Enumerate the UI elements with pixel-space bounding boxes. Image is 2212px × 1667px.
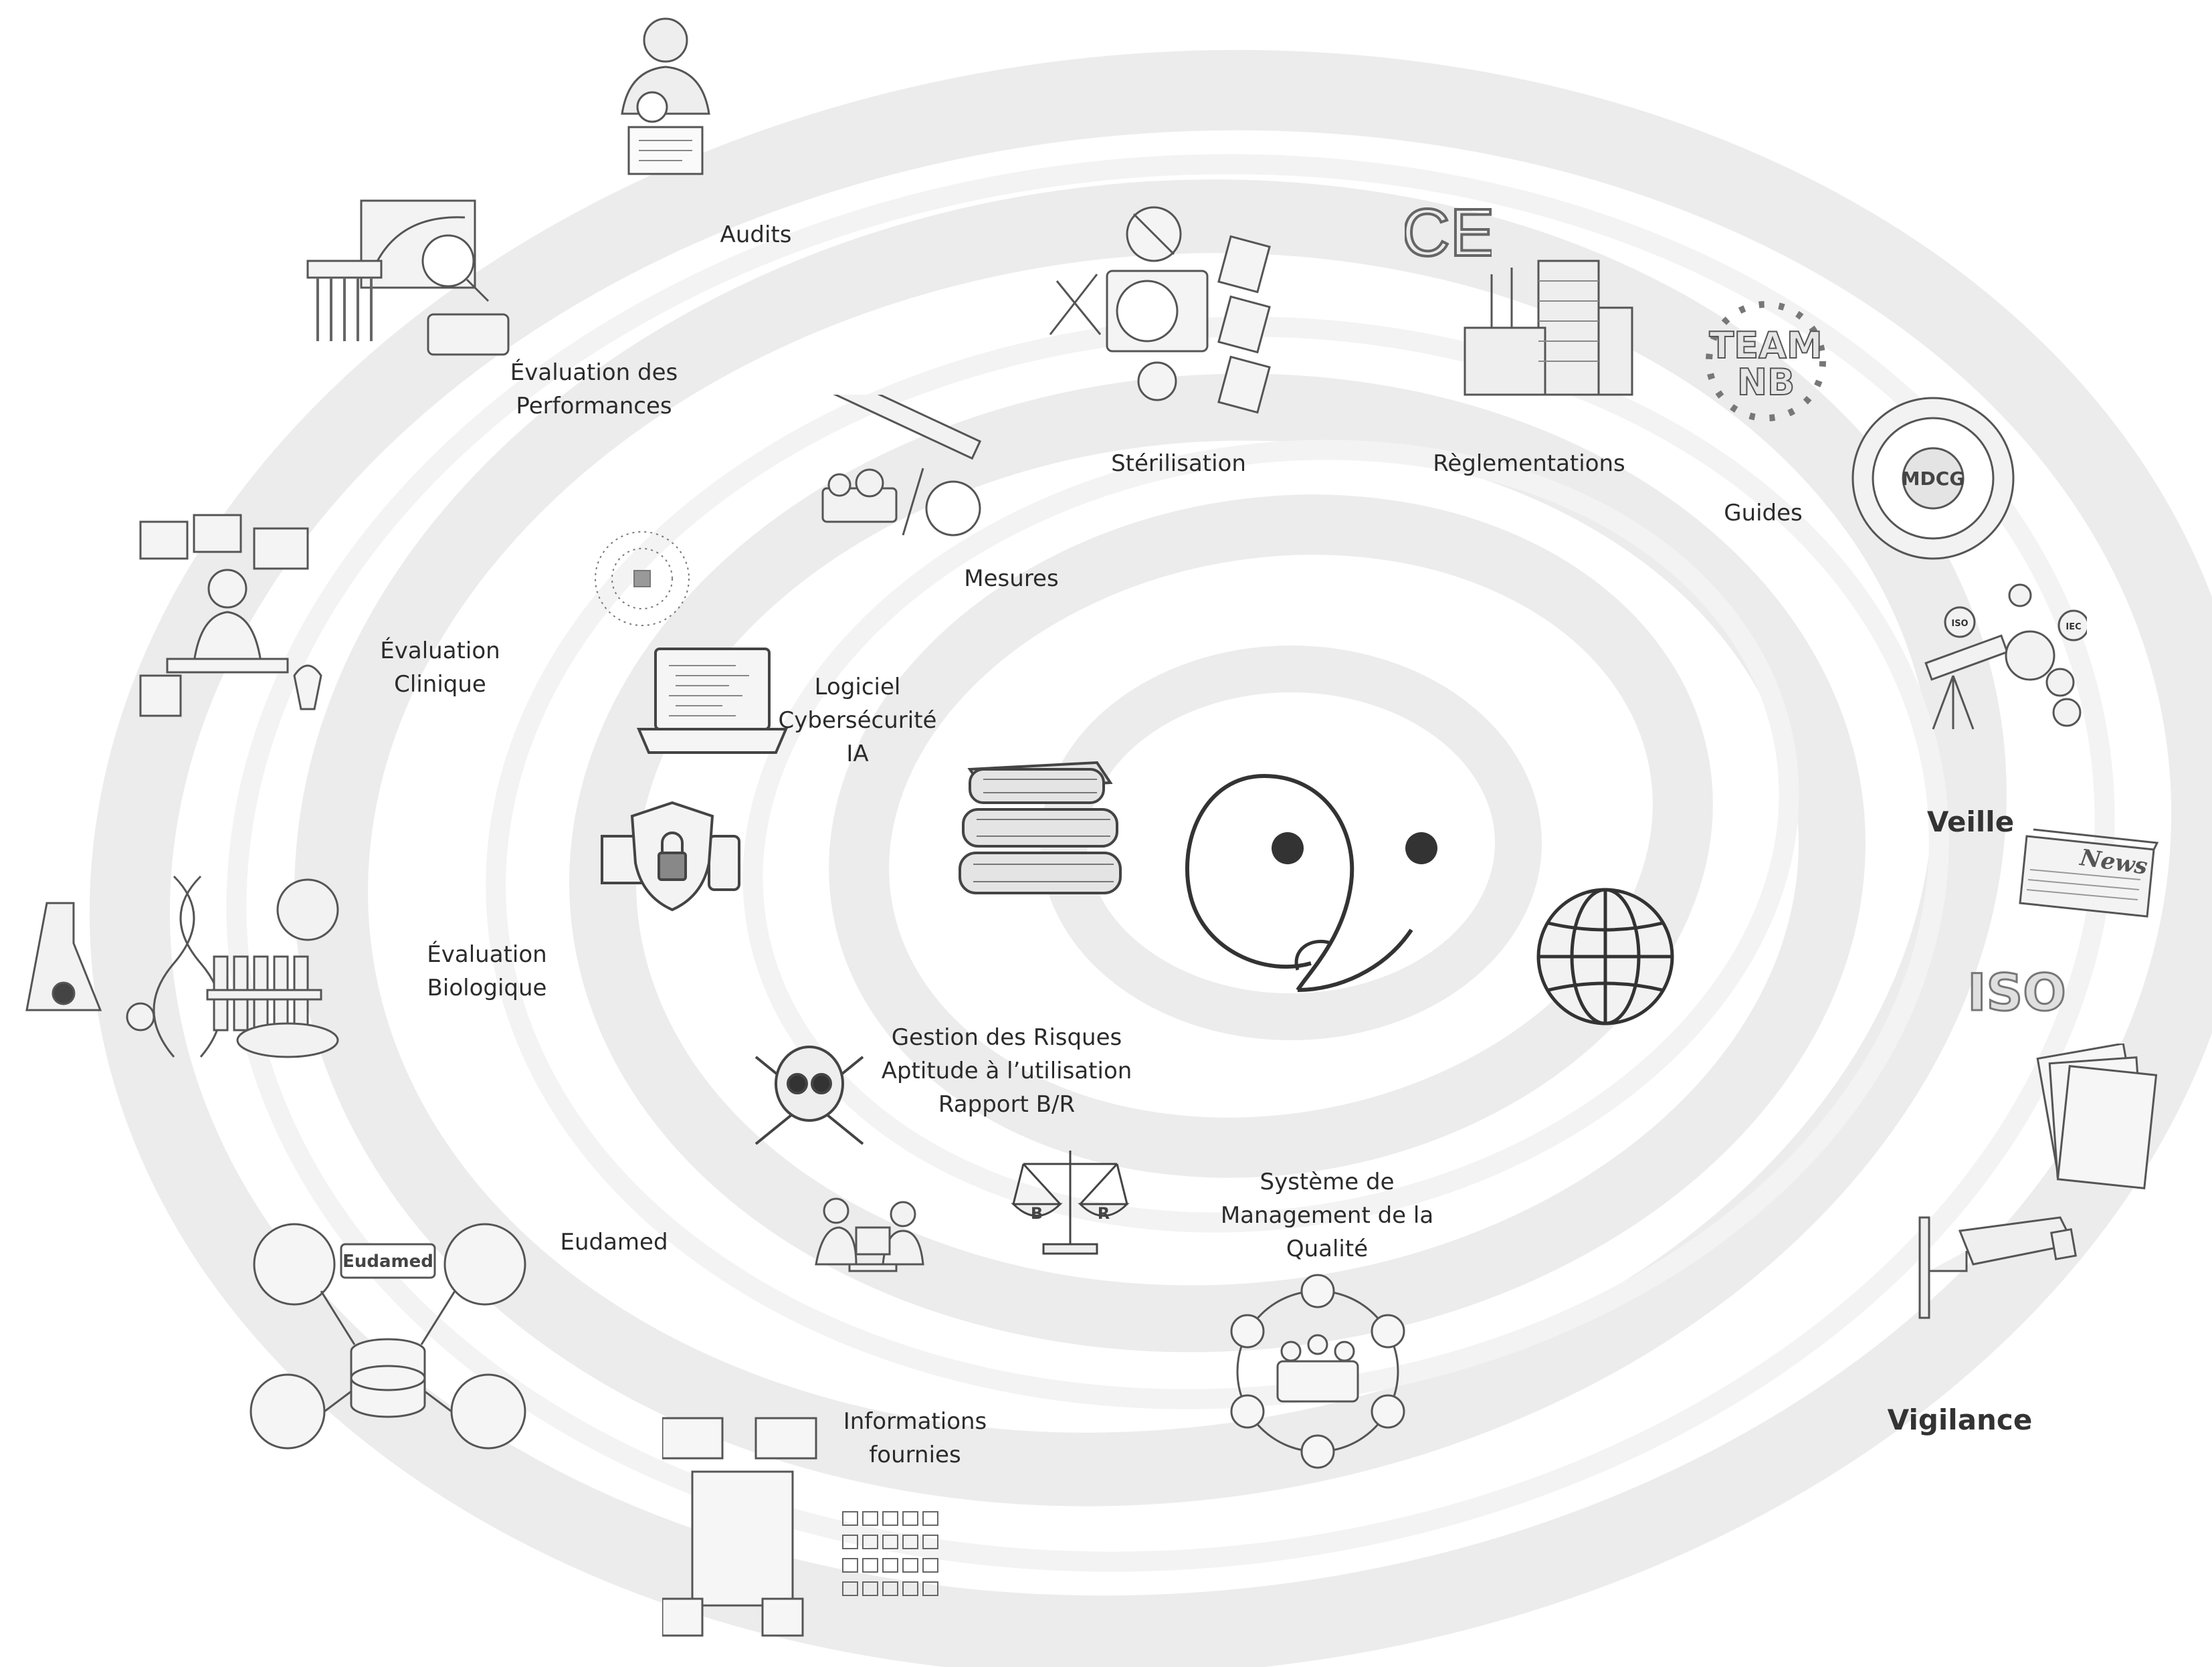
label-evaluation-performances: Évaluation des Performances	[510, 356, 678, 423]
ce-mark: CE	[1405, 201, 1492, 268]
skull-crossbones-icon	[742, 1037, 876, 1157]
iso-mini-text: ISO	[1951, 619, 1968, 629]
label-smq: Système de Management de la Qualité	[1221, 1165, 1433, 1266]
cybersecurity-shield-illustration	[595, 796, 749, 923]
team-nb-badge: TEAM NB	[1686, 294, 1846, 428]
label-logiciel-line3: IA	[846, 741, 869, 767]
label-eudamed-text: Eudamed	[560, 1229, 668, 1256]
usability-meeting-illustration	[803, 1191, 936, 1311]
label-reglementations: Règlementations	[1433, 447, 1625, 480]
label-sterilisation: Stérilisation	[1111, 447, 1246, 480]
label-smq-line2: Management de la	[1220, 1202, 1434, 1229]
label-veille: Veille	[1927, 805, 2014, 839]
team-nb-line2: NB	[1737, 361, 1795, 403]
label-eudamed: Eudamed	[560, 1225, 668, 1259]
label-mesures: Mesures	[964, 562, 1058, 595]
label-evaluation-performances-line2: Performances	[516, 393, 672, 419]
mdcg-badge: MDCG	[1846, 388, 2020, 569]
label-smq-line3: Qualité	[1286, 1236, 1369, 1262]
measuring-tools-illustration	[809, 395, 997, 542]
label-guides-text: Guides	[1724, 500, 1803, 526]
surveillance-camera-illustration	[1913, 1204, 2080, 1325]
iso-badge: ISO	[1967, 963, 2067, 1023]
iec-mini-text: IEC	[2066, 622, 2081, 632]
label-audits: Audits	[720, 218, 792, 252]
label-evaluation-clinique: Évaluation Clinique	[380, 634, 500, 701]
label-evaluation-clinique-line1: Évaluation	[380, 638, 500, 664]
performance-lab-illustration	[294, 187, 515, 375]
ifu-documents-illustration	[662, 1411, 957, 1639]
scale-r-text: R	[1098, 1204, 1110, 1223]
standards-documents-illustration	[2027, 1044, 2167, 1191]
sterilisation-illustration	[1037, 201, 1278, 415]
label-vigilance: Vigilance	[1888, 1403, 2033, 1437]
label-gestion-risques-line3: Rapport B/R	[938, 1091, 1076, 1118]
eudamed-badge-text: Eudamed	[342, 1252, 433, 1272]
balance-scale-icon: B R	[1010, 1137, 1130, 1258]
auditor-illustration	[582, 7, 749, 181]
ai-network-illustration	[582, 522, 702, 635]
globe-icon	[1532, 883, 1679, 1030]
label-informations-fournies: Informations fournies	[843, 1405, 987, 1472]
label-logiciel: Logiciel Cybersécurité IA	[779, 670, 937, 771]
label-evaluation-biologique-line1: Évaluation	[427, 941, 547, 968]
biological-lab-illustration	[13, 863, 368, 1064]
label-gestion-risques: Gestion des Risques Aptitude à l’utilisa…	[882, 1021, 1132, 1121]
label-evaluation-biologique: Évaluation Biologique	[427, 938, 546, 1005]
newspaper-illustration: News	[2013, 816, 2167, 930]
scale-b-text: B	[1031, 1204, 1043, 1223]
label-informations-fournies-line2: fournies	[869, 1442, 961, 1468]
label-mesures-text: Mesures	[964, 565, 1059, 592]
label-vigilance-text: Vigilance	[1887, 1403, 2033, 1436]
label-evaluation-biologique-line2: Biologique	[427, 975, 547, 1001]
label-logiciel-line1: Logiciel	[814, 674, 901, 700]
label-gestion-risques-line1: Gestion des Risques	[891, 1024, 1122, 1051]
label-guides: Guides	[1724, 496, 1803, 530]
clinical-evaluation-illustration	[120, 508, 341, 729]
team-nb-line1: TEAM	[1709, 324, 1822, 367]
central-logo	[1164, 749, 1458, 1003]
label-smq-line1: Système de	[1260, 1169, 1395, 1195]
iso-text: ISO	[1967, 963, 2066, 1022]
label-sterilisation-text: Stérilisation	[1111, 450, 1246, 477]
books-icon	[950, 749, 1137, 903]
label-informations-fournies-line1: Informations	[843, 1408, 987, 1435]
label-reglementations-text: Règlementations	[1433, 450, 1625, 477]
label-evaluation-performances-line1: Évaluation des	[510, 359, 678, 386]
mdcg-text: MDCG	[1902, 468, 1965, 490]
label-audits-text: Audits	[720, 221, 792, 248]
label-gestion-risques-line2: Aptitude à l’utilisation	[881, 1058, 1132, 1084]
qms-team-illustration	[1217, 1271, 1418, 1472]
label-veille-text: Veille	[1926, 805, 2015, 838]
telescope-standards-illustration: ISO IEC	[1913, 575, 2087, 736]
eu-building-illustration	[1451, 248, 1639, 401]
eudamed-diagram-illustration: Eudamed	[247, 1217, 542, 1458]
ce-mark-text: CE	[1405, 201, 1492, 268]
label-logiciel-line2: Cybersécurité	[778, 707, 937, 734]
laptop-code-illustration	[635, 642, 789, 769]
label-evaluation-clinique-line2: Clinique	[394, 671, 486, 698]
